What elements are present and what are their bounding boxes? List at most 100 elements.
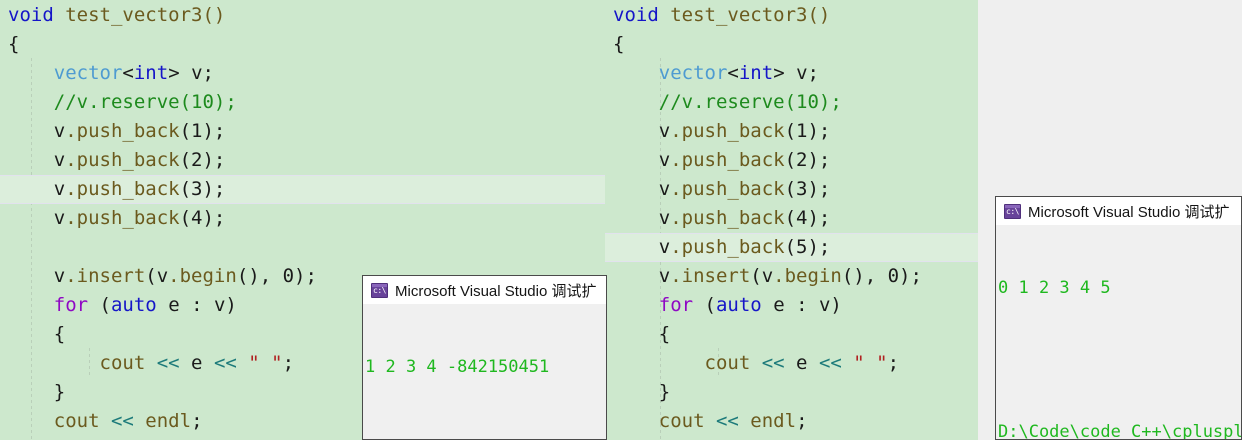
code-line[interactable]: } [0, 378, 605, 407]
console-title: Microsoft Visual Studio 调试扩 [1028, 203, 1230, 221]
code-line[interactable]: //v.reserve(10); [605, 88, 978, 117]
code-line[interactable]: for (auto e : v) [0, 291, 605, 320]
console-titlebar[interactable]: Microsoft Visual Studio 调试扩 [996, 197, 1241, 225]
code-line[interactable]: //v.reserve(10); [0, 88, 605, 117]
code-token: vector [658, 62, 728, 84]
code-token: cout [658, 410, 705, 432]
code-line[interactable]: v.push_back(4); [0, 204, 605, 233]
code-token: e : v) [156, 294, 237, 316]
code-token: < [727, 62, 739, 84]
code-line[interactable]: cout << endl; [605, 407, 978, 436]
code-token: ( [88, 294, 111, 316]
code-token: v [613, 207, 671, 229]
code-line[interactable]: { [605, 320, 978, 349]
code-line[interactable] [0, 233, 605, 262]
code-token: vector [53, 62, 123, 84]
code-token: int [133, 62, 169, 84]
code-token: .begin [168, 265, 237, 287]
code-token: cout [704, 352, 751, 374]
code-token: (v [750, 265, 774, 287]
code-line[interactable]: v.push_back(1); [0, 117, 605, 146]
code-token: .push_back [65, 207, 180, 229]
code-line-list: void test_vector3(){ vector<int> v; //v.… [0, 0, 605, 436]
code-token: < [122, 62, 134, 84]
code-token: for [658, 294, 694, 316]
code-line[interactable]: v.push_back(2); [605, 146, 978, 175]
code-token: v [613, 149, 671, 171]
code-line[interactable]: void test_vector3() [0, 1, 605, 30]
code-line[interactable]: for (auto e : v) [605, 291, 978, 320]
code-token: > v; [773, 62, 819, 84]
code-token: } [8, 381, 66, 403]
console-window-2[interactable]: Microsoft Visual Studio 调试扩 0 1 2 3 4 5 … [995, 196, 1242, 440]
console-window-1[interactable]: Microsoft Visual Studio 调试扩 1 2 3 4 -842… [362, 275, 607, 440]
code-token: v [8, 120, 66, 142]
code-line[interactable]: } [605, 378, 978, 407]
console-app-icon [371, 282, 388, 298]
code-token: ; [796, 410, 808, 432]
code-editor-right[interactable]: void test_vector3(){ vector<int> v; //v.… [605, 0, 978, 440]
code-token: v [613, 265, 671, 287]
code-token: .push_back [65, 120, 180, 142]
code-token: ; [282, 352, 295, 374]
code-token: (3); [784, 178, 831, 200]
console-titlebar[interactable]: Microsoft Visual Studio 调试扩 [363, 276, 606, 304]
code-token: " " [248, 352, 283, 374]
code-token: << [145, 352, 192, 374]
code-line[interactable]: { [0, 30, 605, 59]
code-line[interactable]: cout << e << " "; [0, 349, 605, 378]
code-line[interactable]: cout << endl; [0, 407, 605, 436]
code-token: v [613, 236, 671, 258]
code-token: { [8, 323, 66, 345]
code-line[interactable]: vector<int> v; [605, 59, 978, 88]
code-token: << [750, 352, 797, 374]
code-line[interactable]: v.insert(v.begin(), 0); [0, 262, 605, 291]
code-token: " " [853, 352, 888, 374]
code-line[interactable]: v.push_back(2); [0, 146, 605, 175]
code-token: (), 0); [236, 265, 317, 287]
console-output-line: 1 2 3 4 -842150451 [365, 357, 550, 377]
code-token [613, 62, 659, 84]
code-token: << [202, 352, 249, 374]
code-token: (1); [784, 120, 831, 142]
code-line[interactable]: v.push_back(3); [0, 175, 605, 204]
code-token: test_vector3() [658, 4, 831, 26]
code-token: (5); [784, 236, 831, 258]
code-line[interactable]: cout << e << " "; [605, 349, 978, 378]
code-token: int [738, 62, 774, 84]
code-line[interactable]: v.push_back(1); [605, 117, 978, 146]
code-editor-left[interactable]: void test_vector3(){ vector<int> v; //v.… [0, 0, 605, 440]
code-token: .push_back [670, 207, 785, 229]
code-token: cout [53, 410, 100, 432]
code-token: } [613, 381, 671, 403]
code-line[interactable]: { [0, 320, 605, 349]
code-token [8, 294, 54, 316]
code-token: > v; [168, 62, 214, 84]
code-token: << [99, 410, 146, 432]
code-token: endl [145, 410, 192, 432]
code-token: v [613, 178, 671, 200]
code-token: .begin [773, 265, 842, 287]
code-token: e : v) [761, 294, 842, 316]
code-line[interactable]: void test_vector3() [605, 1, 978, 30]
code-token [8, 352, 100, 374]
code-token [8, 62, 54, 84]
code-line[interactable]: { [605, 30, 978, 59]
code-token [613, 410, 659, 432]
code-line[interactable]: v.push_back(3); [605, 175, 978, 204]
code-line[interactable]: v.insert(v.begin(), 0); [605, 262, 978, 291]
code-token: (v [145, 265, 169, 287]
code-token: endl [750, 410, 797, 432]
code-line[interactable]: v.push_back(4); [605, 204, 978, 233]
code-token [613, 294, 659, 316]
code-token: //v.reserve(10); [8, 91, 237, 113]
code-token: ; [191, 410, 203, 432]
code-token: (4); [179, 207, 226, 229]
code-line[interactable]: vector<int> v; [0, 59, 605, 88]
code-token: .push_back [670, 236, 785, 258]
code-token: .push_back [670, 120, 785, 142]
code-token: auto [715, 294, 762, 316]
code-token: (1); [179, 120, 226, 142]
code-line[interactable]: v.push_back(5); [605, 233, 978, 262]
code-token: v [613, 120, 671, 142]
